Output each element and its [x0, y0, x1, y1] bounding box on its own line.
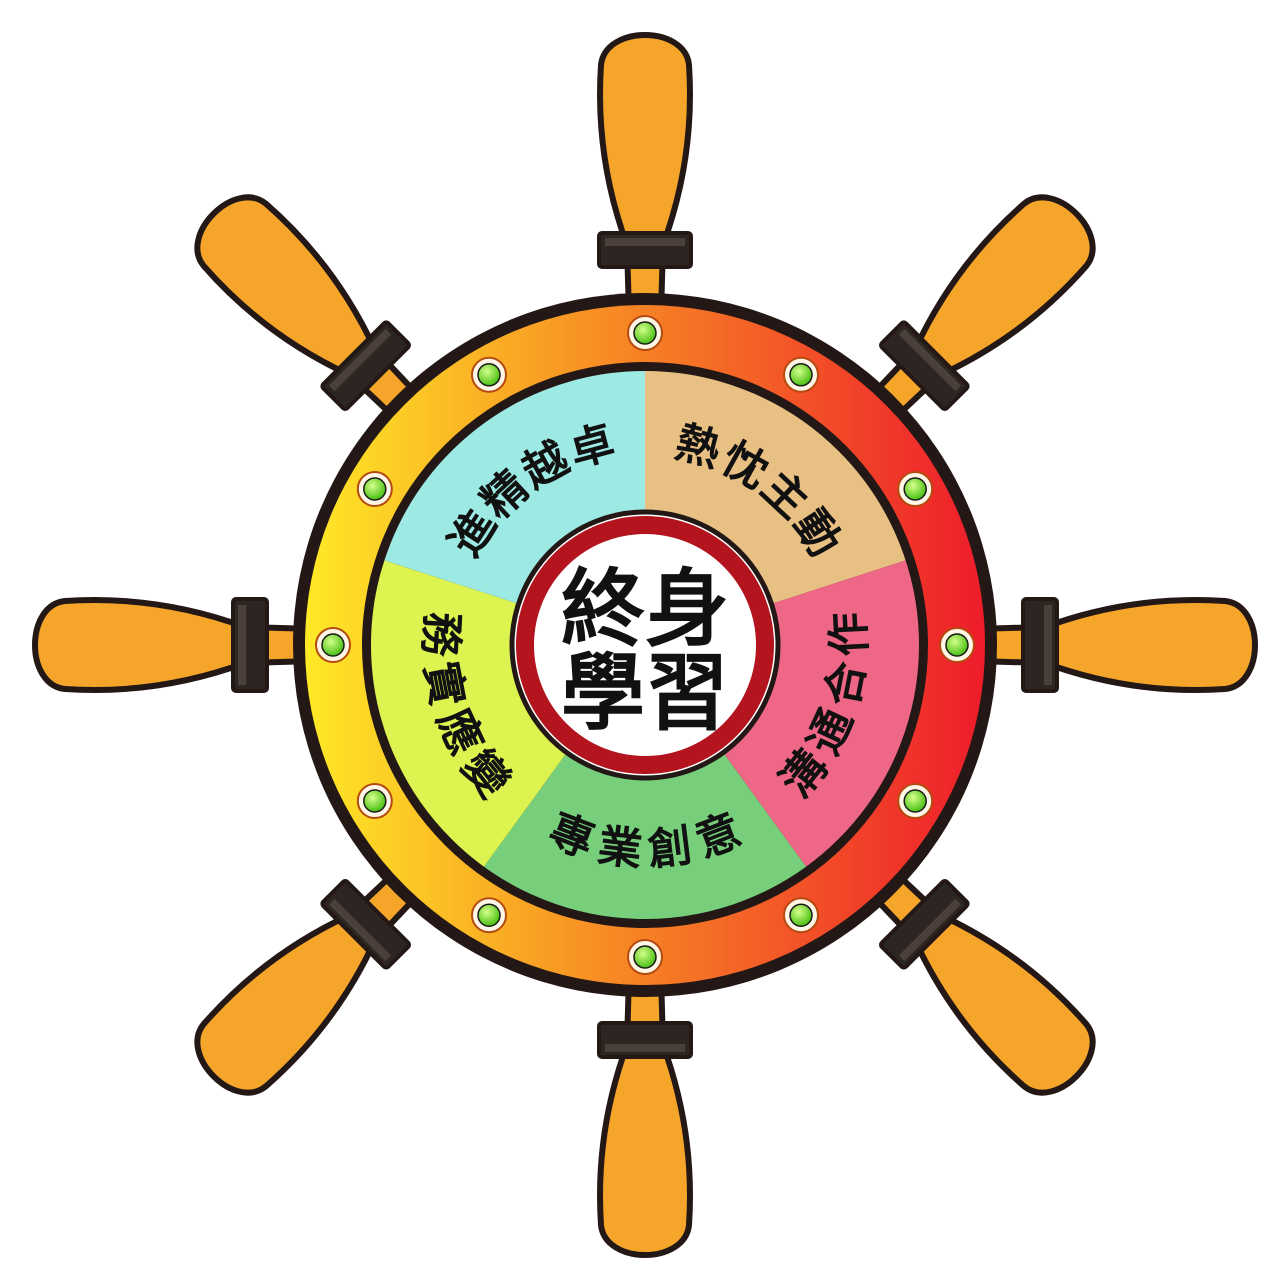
spoke-handle: [32, 597, 330, 693]
svg-text:創: 創: [645, 820, 695, 876]
svg-text:作: 作: [823, 611, 876, 658]
center-circle: 終身 學習: [509, 509, 781, 781]
spoke-handle: [597, 960, 693, 1258]
rim-lights: [315, 315, 975, 975]
svg-text:務: 務: [414, 611, 467, 659]
spoke-handle: [960, 597, 1258, 693]
center-title-line1: 終身: [561, 560, 729, 658]
svg-text:實: 實: [415, 658, 473, 711]
segment-3: [482, 645, 808, 922]
center-title-line2: 學習: [561, 644, 729, 742]
svg-text:合: 合: [817, 658, 875, 711]
spoke-handle: [597, 32, 693, 330]
svg-text:業: 業: [595, 820, 645, 876]
